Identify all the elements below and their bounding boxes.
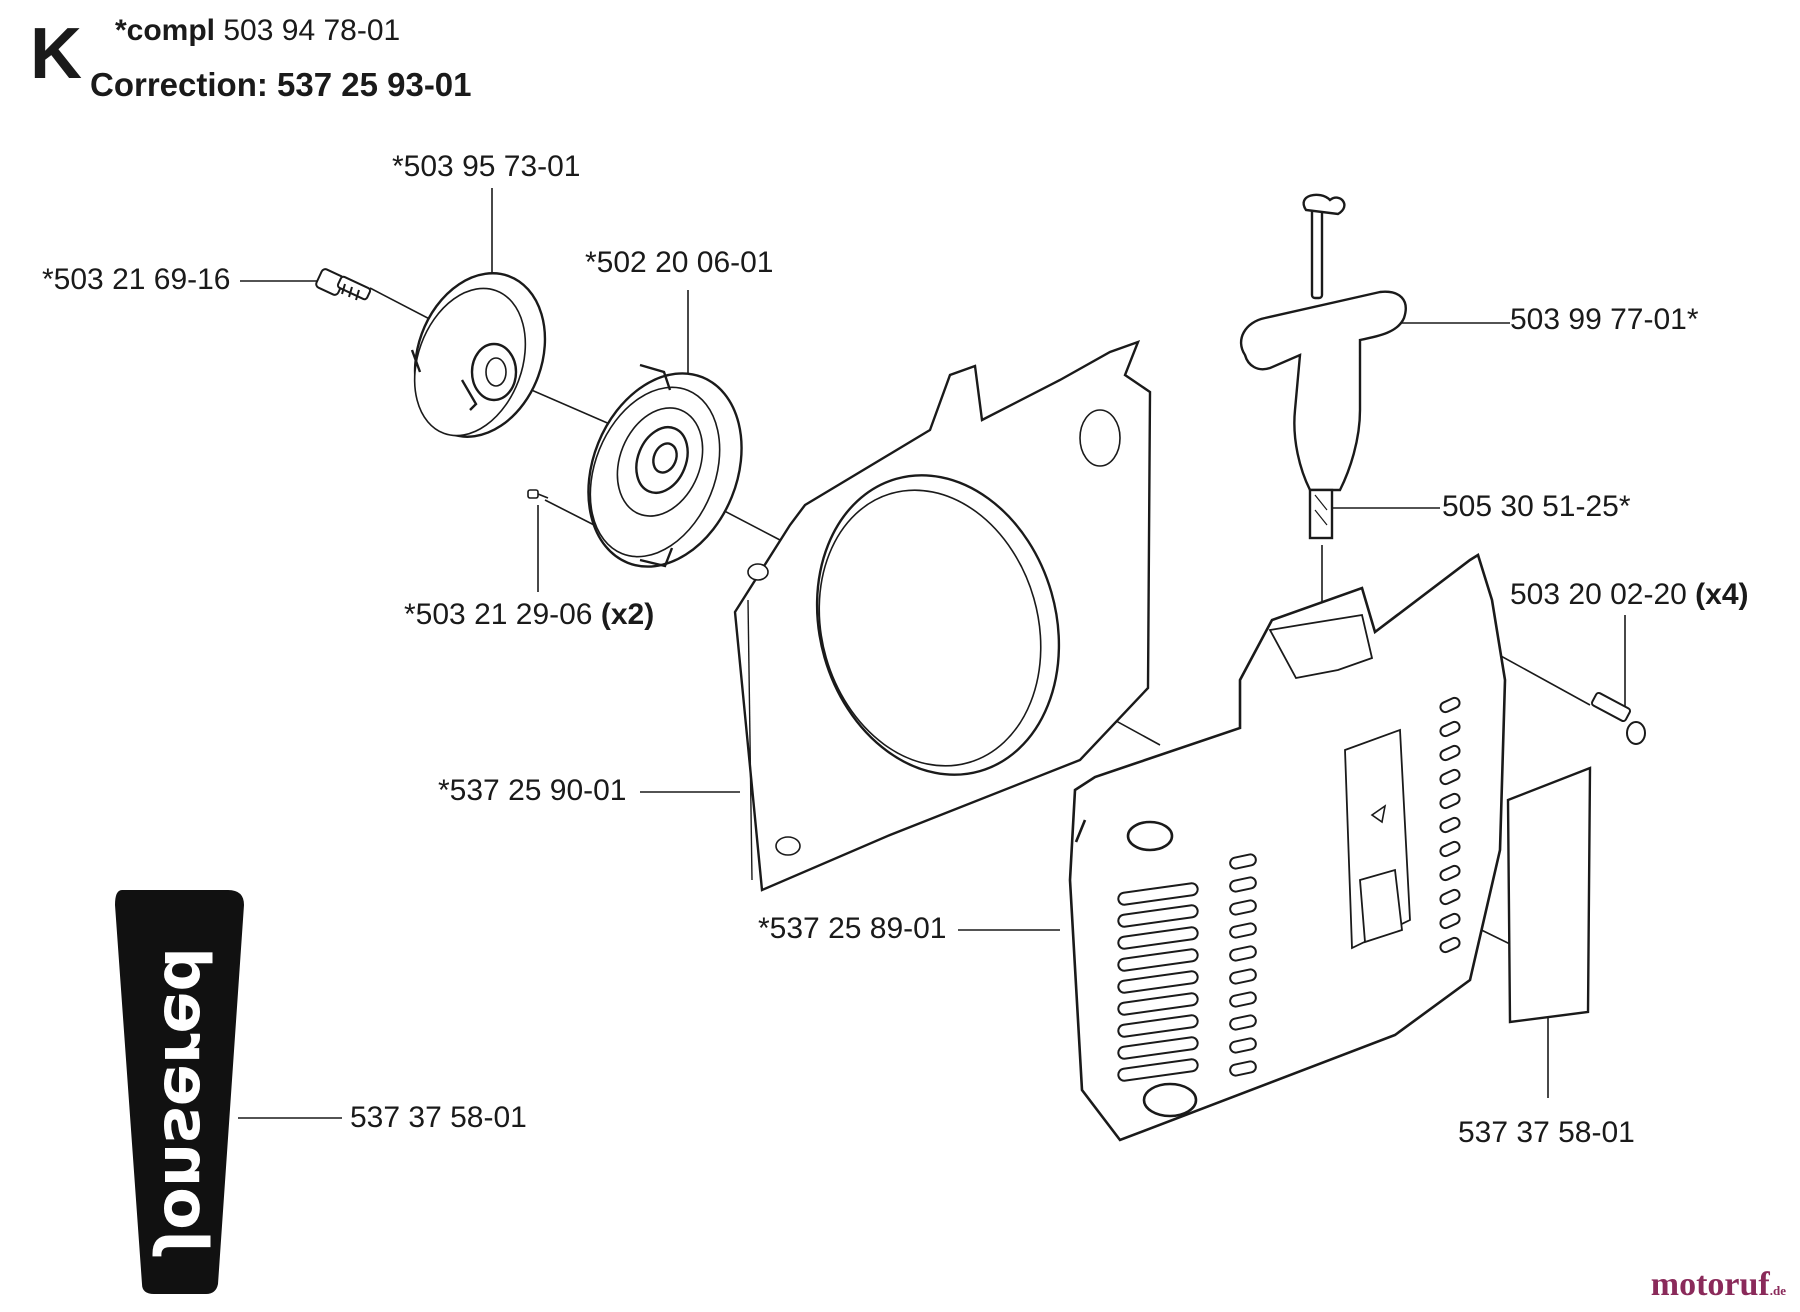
pulley-part bbox=[410, 272, 547, 438]
spring-cassette-part bbox=[587, 363, 743, 568]
starter-cover-part bbox=[1068, 553, 1507, 1142]
label-decal-right: 537 37 58-01 bbox=[1458, 1116, 1635, 1149]
vent-slot bbox=[1117, 926, 1199, 950]
vent-slot bbox=[1117, 1036, 1199, 1060]
vent-slot bbox=[1439, 792, 1461, 810]
vent-slot bbox=[1229, 899, 1257, 916]
label-handle: 503 99 77-01* bbox=[1510, 303, 1699, 336]
cover-screw-qty: (x4) bbox=[1695, 578, 1749, 611]
label-rope: 505 30 51-25* bbox=[1442, 490, 1631, 523]
vent-slot bbox=[1117, 904, 1199, 928]
vent-slot bbox=[1229, 968, 1257, 985]
label-decal-left: 537 37 58-01 bbox=[350, 1101, 527, 1134]
axis-line-small-screw bbox=[544, 499, 601, 529]
label-screw-top: *503 21 69-16 bbox=[42, 263, 231, 296]
section-letter: K bbox=[30, 14, 82, 94]
vent-slot bbox=[1229, 991, 1257, 1008]
small-screw-number: *503 21 29-06 bbox=[404, 598, 593, 631]
small-screw-part bbox=[527, 489, 549, 499]
vent-slot bbox=[1439, 912, 1461, 930]
decal-right-part bbox=[1506, 766, 1592, 1024]
vent-slot bbox=[1439, 936, 1461, 954]
label-inner-cover: *537 25 90-01 bbox=[438, 774, 627, 807]
vent-slot bbox=[1117, 882, 1199, 906]
compl-line: *compl 503 94 78-01 bbox=[115, 16, 400, 46]
vent-slot bbox=[1229, 1014, 1257, 1031]
label-starter-cover: *537 25 89-01 bbox=[758, 912, 947, 945]
compl-prefix: *compl bbox=[115, 14, 216, 47]
vent-slot bbox=[1117, 948, 1199, 972]
cover-screw-number: 503 20 02-20 bbox=[1510, 578, 1687, 611]
vent-slot bbox=[1439, 696, 1461, 714]
inner-cover-part bbox=[733, 339, 1152, 892]
decal-logo-text: Jonsered bbox=[150, 947, 223, 1257]
axis-line-cover-screw bbox=[1489, 649, 1591, 706]
vent-slot bbox=[1117, 970, 1199, 994]
vent-slot bbox=[1439, 888, 1461, 906]
vent-slot bbox=[1229, 922, 1257, 939]
vent-slot bbox=[1439, 840, 1461, 858]
correction-line: Correction: 537 25 93-01 bbox=[90, 66, 472, 103]
screw-top-part bbox=[315, 268, 372, 301]
vent-slot bbox=[1229, 945, 1257, 962]
vent-slot bbox=[1439, 864, 1461, 882]
label-cover-screw: 503 20 02-20 (x4) bbox=[1510, 580, 1749, 610]
small-screw-qty: (x2) bbox=[600, 598, 655, 631]
cover-screw-part bbox=[1590, 691, 1646, 745]
label-spring: *502 20 06-01 bbox=[585, 246, 774, 279]
label-small-screw: *503 21 29-06 (x2) bbox=[404, 600, 654, 630]
vent-slot bbox=[1117, 1058, 1199, 1082]
compl-number: 503 94 78-01 bbox=[223, 14, 401, 47]
vent-slot bbox=[1229, 1037, 1257, 1054]
watermark-brand: motoruf bbox=[1650, 1266, 1770, 1303]
vent-slots bbox=[1117, 696, 1461, 1082]
vent-slot bbox=[1439, 816, 1461, 834]
label-pulley: *503 95 73-01 bbox=[392, 150, 581, 183]
watermark-suffix: .de bbox=[1769, 1283, 1786, 1298]
starter-handle-part bbox=[1239, 193, 1407, 540]
vent-slot bbox=[1439, 768, 1461, 786]
decal-left-part: Jonsered bbox=[115, 890, 244, 1294]
vent-slot bbox=[1229, 853, 1257, 870]
vent-slot bbox=[1229, 1060, 1257, 1077]
vent-slot bbox=[1117, 1014, 1199, 1038]
watermark: motoruf.de bbox=[1651, 1268, 1786, 1302]
vent-slot bbox=[1229, 876, 1257, 893]
vent-slot bbox=[1117, 992, 1199, 1016]
vent-slot bbox=[1439, 744, 1461, 762]
vent-slot bbox=[1439, 720, 1461, 738]
